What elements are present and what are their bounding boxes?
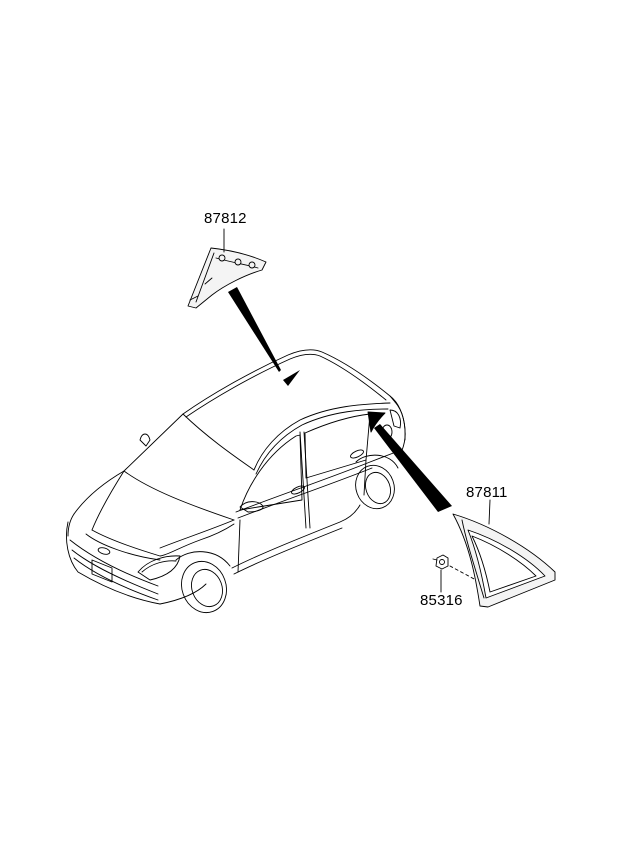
leader-arrow-87812	[228, 287, 281, 372]
part-label-87812[interactable]: 87812	[204, 210, 247, 227]
part-label-85316[interactable]: 85316	[420, 592, 463, 609]
part-87811-illustration	[452, 513, 556, 608]
leader-arrowhead-87812	[283, 370, 300, 386]
leader-arrow-87811	[374, 424, 452, 512]
part-label-87811[interactable]: 87811	[466, 484, 508, 501]
part-85316-illustration	[432, 554, 449, 570]
part-87812-illustration	[187, 247, 267, 309]
car-body	[66, 349, 406, 614]
leader-line-87811	[488, 499, 491, 525]
dashed-assembly-line-85316	[449, 565, 477, 581]
